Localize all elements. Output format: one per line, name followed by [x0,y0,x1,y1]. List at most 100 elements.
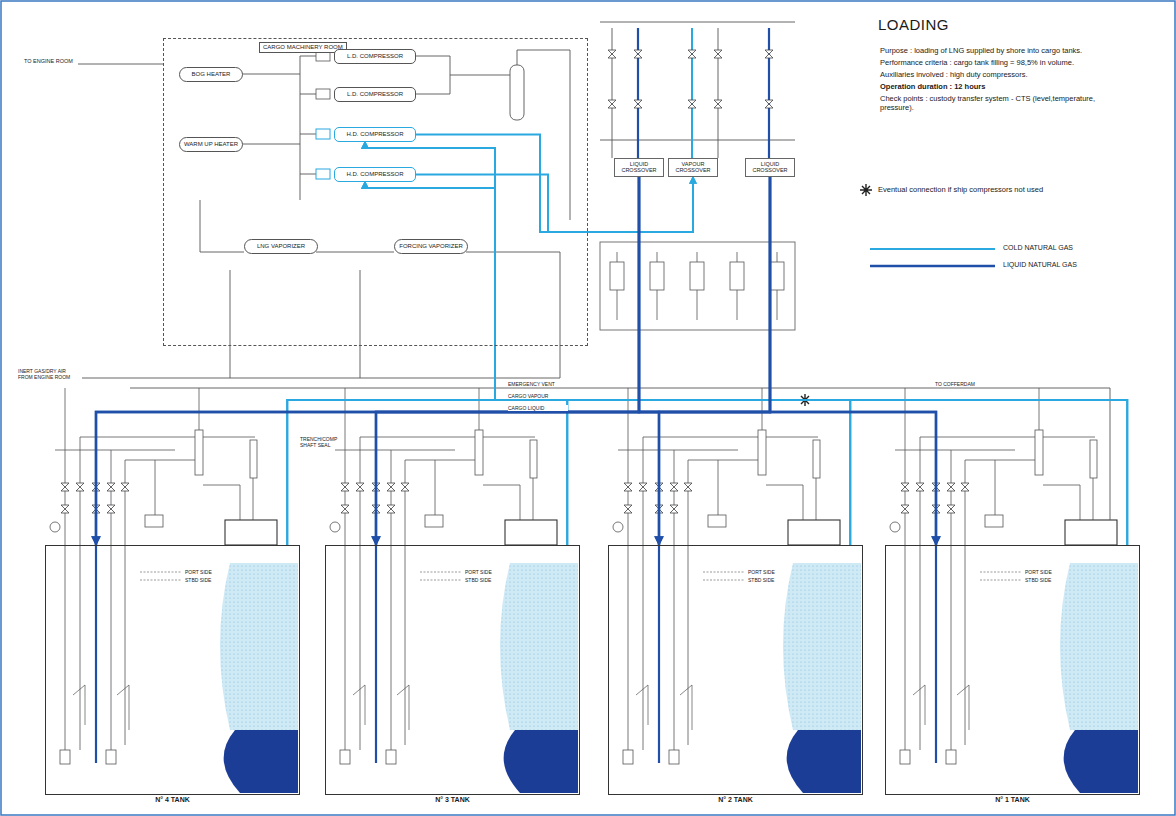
heater-vessel: WARM UP HEATER [179,137,243,152]
tank-name: N° 1 TANK [886,796,1139,804]
strainer-symbol [770,262,784,290]
tank-piping [890,388,1138,793]
drawing-part [765,100,773,108]
drawing-part [608,100,616,108]
note-text: Operation duration : 12 hours [880,82,1170,91]
note-text: Performance criteria : cargo tank fillin… [880,58,1170,67]
pipe-label: TO COFFERDAM [935,381,995,387]
pipe-label: TO ENGINE ROOM [24,58,76,65]
cargo-tank: N° 2 TANK [608,545,863,795]
cargo-tank: N° 4 TANK [45,545,300,795]
heater-vessel: LNG VAPORIZER [244,239,318,254]
vapour-pipe [416,134,693,232]
motor-symbol [316,89,330,99]
crossover-box: LIQUID CROSSOVER [614,158,664,177]
vapour-pipe [287,182,495,545]
strainer-symbol [650,262,664,290]
legend-text: LIQUID NATURAL GAS [1003,261,1077,269]
note-text: Check points : custody transfer system -… [880,94,1130,112]
drawing-part [634,50,642,58]
tank-piping [613,388,861,793]
star-symbol [860,184,872,196]
liquid-pipe [96,177,639,545]
vessel-label: BOG HEATER [182,71,240,78]
legend-text: COLD NATURAL GAS [1003,244,1073,252]
vapour-pipe [365,182,1127,545]
separator-vessel [510,65,524,120]
crossover-box: VAPOUR CROSSOVER [668,158,718,177]
legend-sample [870,248,995,250]
compressor-label: H.D. COMPRESSOR [337,171,413,178]
pipe-label: PORT SIDE [1025,569,1065,575]
compressor-box: L.D. COMPRESSOR [334,49,416,64]
legend-sample [870,265,995,268]
drawing-part [634,100,642,108]
drawing-part [765,50,773,58]
liquid-pipe [376,177,639,545]
vapour-pipe [365,142,1127,545]
pipe-label: PORT SIDE [748,569,788,575]
header-line [78,64,1110,520]
vapour-pipe [365,142,567,545]
pipe-label: STBD SIDE [465,577,505,583]
tank-name: N° 3 TANK [326,796,579,804]
heater-vessel: FORCING VAPORIZER [394,239,468,254]
liquid-pipe [659,177,770,545]
pipe-label: STBD SIDE [748,577,788,583]
tank-piping [330,388,578,793]
strainer-symbol [610,262,624,290]
compressor-label: L.D. COMPRESSOR [337,91,413,98]
cargo-tank: N° 1 TANK [885,545,1140,795]
manifold-piping [617,252,777,320]
tank-name: N° 4 TANK [46,796,299,804]
cargo-tank: N° 3 TANK [325,545,580,795]
vessel-label: FORCING VAPORIZER [397,243,465,250]
vapour-pipe [287,142,495,545]
heater-vessel: BOG HEATER [179,67,243,82]
drawing-part [688,50,696,58]
liquid-pipe [770,177,936,545]
vapour-pipe [365,142,850,545]
compressor-box: L.D. COMPRESSOR [334,87,416,102]
strainer-symbol [690,262,704,290]
drawing-part [688,100,696,108]
compressor-label: L.D. COMPRESSOR [337,53,413,60]
vapour-pipe [365,182,850,545]
vapour-manifold [691,28,693,158]
pipe-label: CARGO VAPOUR [508,393,568,399]
liquid-pipe [639,177,936,545]
drawing-part [714,50,722,58]
drawing-part [714,100,722,108]
pipe-label: STBD SIDE [1025,577,1065,583]
vessel-label: LNG VAPORIZER [247,243,315,250]
compressor-box: H.D. COMPRESSOR [334,127,416,142]
vapour-pipe [365,182,567,545]
compressor-label: H.D. COMPRESSOR [337,131,413,138]
pipe-label: INERT GAS/DRY AIR FROM ENGINE ROOM [18,368,78,380]
vessel-label: WARM UP HEATER [182,141,240,148]
star-symbol [799,394,811,406]
tank-piping [50,388,298,793]
crossover-label: LIQUID CROSSOVER [617,161,661,174]
note-text: Auxiliaries involved : high duty compres… [880,70,1170,79]
pipe-label: STBD SIDE [185,577,225,583]
diagram-title: LOADING [878,16,949,34]
compressor-box: H.D. COMPRESSOR [334,167,416,182]
drawing-part [608,50,616,58]
crossover-label: LIQUID CROSSOVER [748,161,792,174]
manifold-frame [600,242,795,330]
liquid-pipe [96,177,770,545]
pipe-label: CARGO LIQUID [508,405,568,411]
vapour-pipe [416,174,693,232]
note-text: Purpose : loading of LNG supplied by sho… [880,46,1170,55]
liquid-manifold [638,28,769,158]
motor-symbol [316,169,330,179]
manifold-piping [600,22,795,158]
motor-symbol [316,129,330,139]
liquid-pipe [639,177,659,545]
